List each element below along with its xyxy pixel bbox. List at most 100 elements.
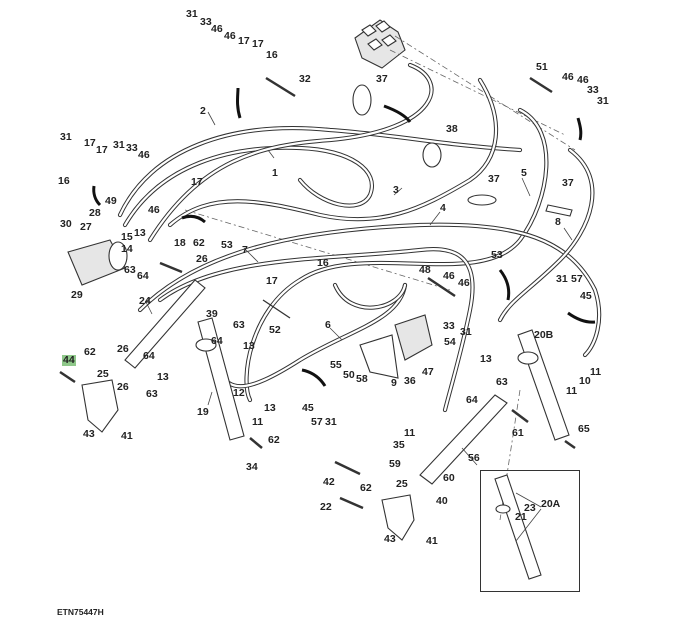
center-line [499,389,521,521]
callout-5: 5 [521,167,527,179]
callout-46: 46 [577,74,589,86]
clamp-37c [545,204,573,217]
callout-9: 9 [391,377,397,389]
callout-33: 33 [126,142,138,154]
callout-45: 45 [302,402,314,414]
callout-57: 57 [571,273,583,285]
cylinder-24 [124,279,206,369]
callout-44-highlighted[interactable]: 44 [62,354,76,366]
callout-11: 11 [404,427,416,439]
callout-48: 48 [419,264,431,276]
callout-17: 17 [84,137,96,149]
callout-46: 46 [458,277,470,289]
callout-31: 31 [325,416,337,428]
callout-46: 46 [443,270,455,282]
callout-25: 25 [396,478,408,490]
callout-65: 65 [578,423,590,435]
hose-7 [157,247,475,413]
callout-37: 37 [488,173,500,185]
callout-29: 29 [71,289,83,301]
hose-2 [117,126,523,218]
callout-63: 63 [233,319,245,331]
callout-13: 13 [157,371,169,383]
clamp-37b [467,194,497,206]
callout-62: 62 [360,482,372,494]
cylinder-19 [195,317,245,441]
hose-8 [497,147,595,323]
bracket-50 [359,334,399,379]
clamp-38 [422,142,442,168]
callout-64: 64 [466,394,478,406]
callout-13: 13 [480,353,492,365]
callout-39: 39 [206,308,218,320]
callout-13: 13 [243,340,255,352]
center-line [389,49,566,136]
callout-15: 15 [121,231,133,243]
callout-13: 13 [134,227,146,239]
pump-29 [67,239,128,286]
callout-16: 16 [266,49,278,61]
callout-33: 33 [200,16,212,28]
callout-58: 58 [356,373,368,385]
callout-50: 50 [343,369,355,381]
bracket-43-right [381,494,415,541]
callout-51: 51 [536,61,548,73]
callout-43: 43 [384,533,396,545]
direction-arrow [567,311,596,324]
callout-13: 13 [264,402,276,414]
callout-52: 52 [269,324,281,336]
callout-31: 31 [556,273,568,285]
callout-17: 17 [96,144,108,156]
callout-14: 14 [121,243,133,255]
callout-49: 49 [105,195,117,207]
callout-31: 31 [597,95,609,107]
hose-1 [122,145,374,228]
callout-24: 24 [139,295,151,307]
callout-53: 53 [491,249,503,261]
callout-42: 42 [323,476,335,488]
hose-4 [137,222,602,358]
callout-45: 45 [580,290,592,302]
callout-8: 8 [555,216,561,228]
callout-17: 17 [238,35,250,47]
hose-upper [147,62,434,243]
clamp-37 [352,84,372,116]
direction-arrow [301,368,327,387]
callout-62: 62 [268,434,280,446]
callout-6: 6 [325,319,331,331]
callout-33: 33 [443,320,455,332]
direction-arrow [576,117,583,141]
leader-lines [145,111,573,466]
callout-63: 63 [124,264,136,276]
callout-31: 31 [60,131,72,143]
callout-46: 46 [224,30,236,42]
callout-33: 33 [587,84,599,96]
center-line [394,35,576,151]
direction-arrow [92,185,102,207]
callout-59: 59 [389,458,401,470]
callout-23: 23 [524,502,536,514]
callout-26: 26 [196,253,208,265]
hardware-group [59,76,576,510]
hose-short [332,282,408,310]
callout-60: 60 [443,472,455,484]
callout-40: 40 [436,495,448,507]
callout-11: 11 [252,416,264,428]
control-valve-illustration [354,19,406,69]
direction-arrow [498,269,511,301]
callout-32: 32 [299,73,311,85]
callout-17: 17 [191,176,203,188]
callout-11: 11 [590,366,602,378]
callout-64: 64 [137,270,149,282]
callout-63: 63 [496,376,508,388]
callout-62: 62 [84,346,96,358]
callout-46: 46 [562,71,574,83]
callout-20A: 20A [541,498,561,510]
hose-3 [167,77,499,228]
callout-62: 62 [193,237,205,249]
callout-41: 41 [121,430,133,442]
callout-28: 28 [89,207,101,219]
callout-17: 17 [252,38,264,50]
